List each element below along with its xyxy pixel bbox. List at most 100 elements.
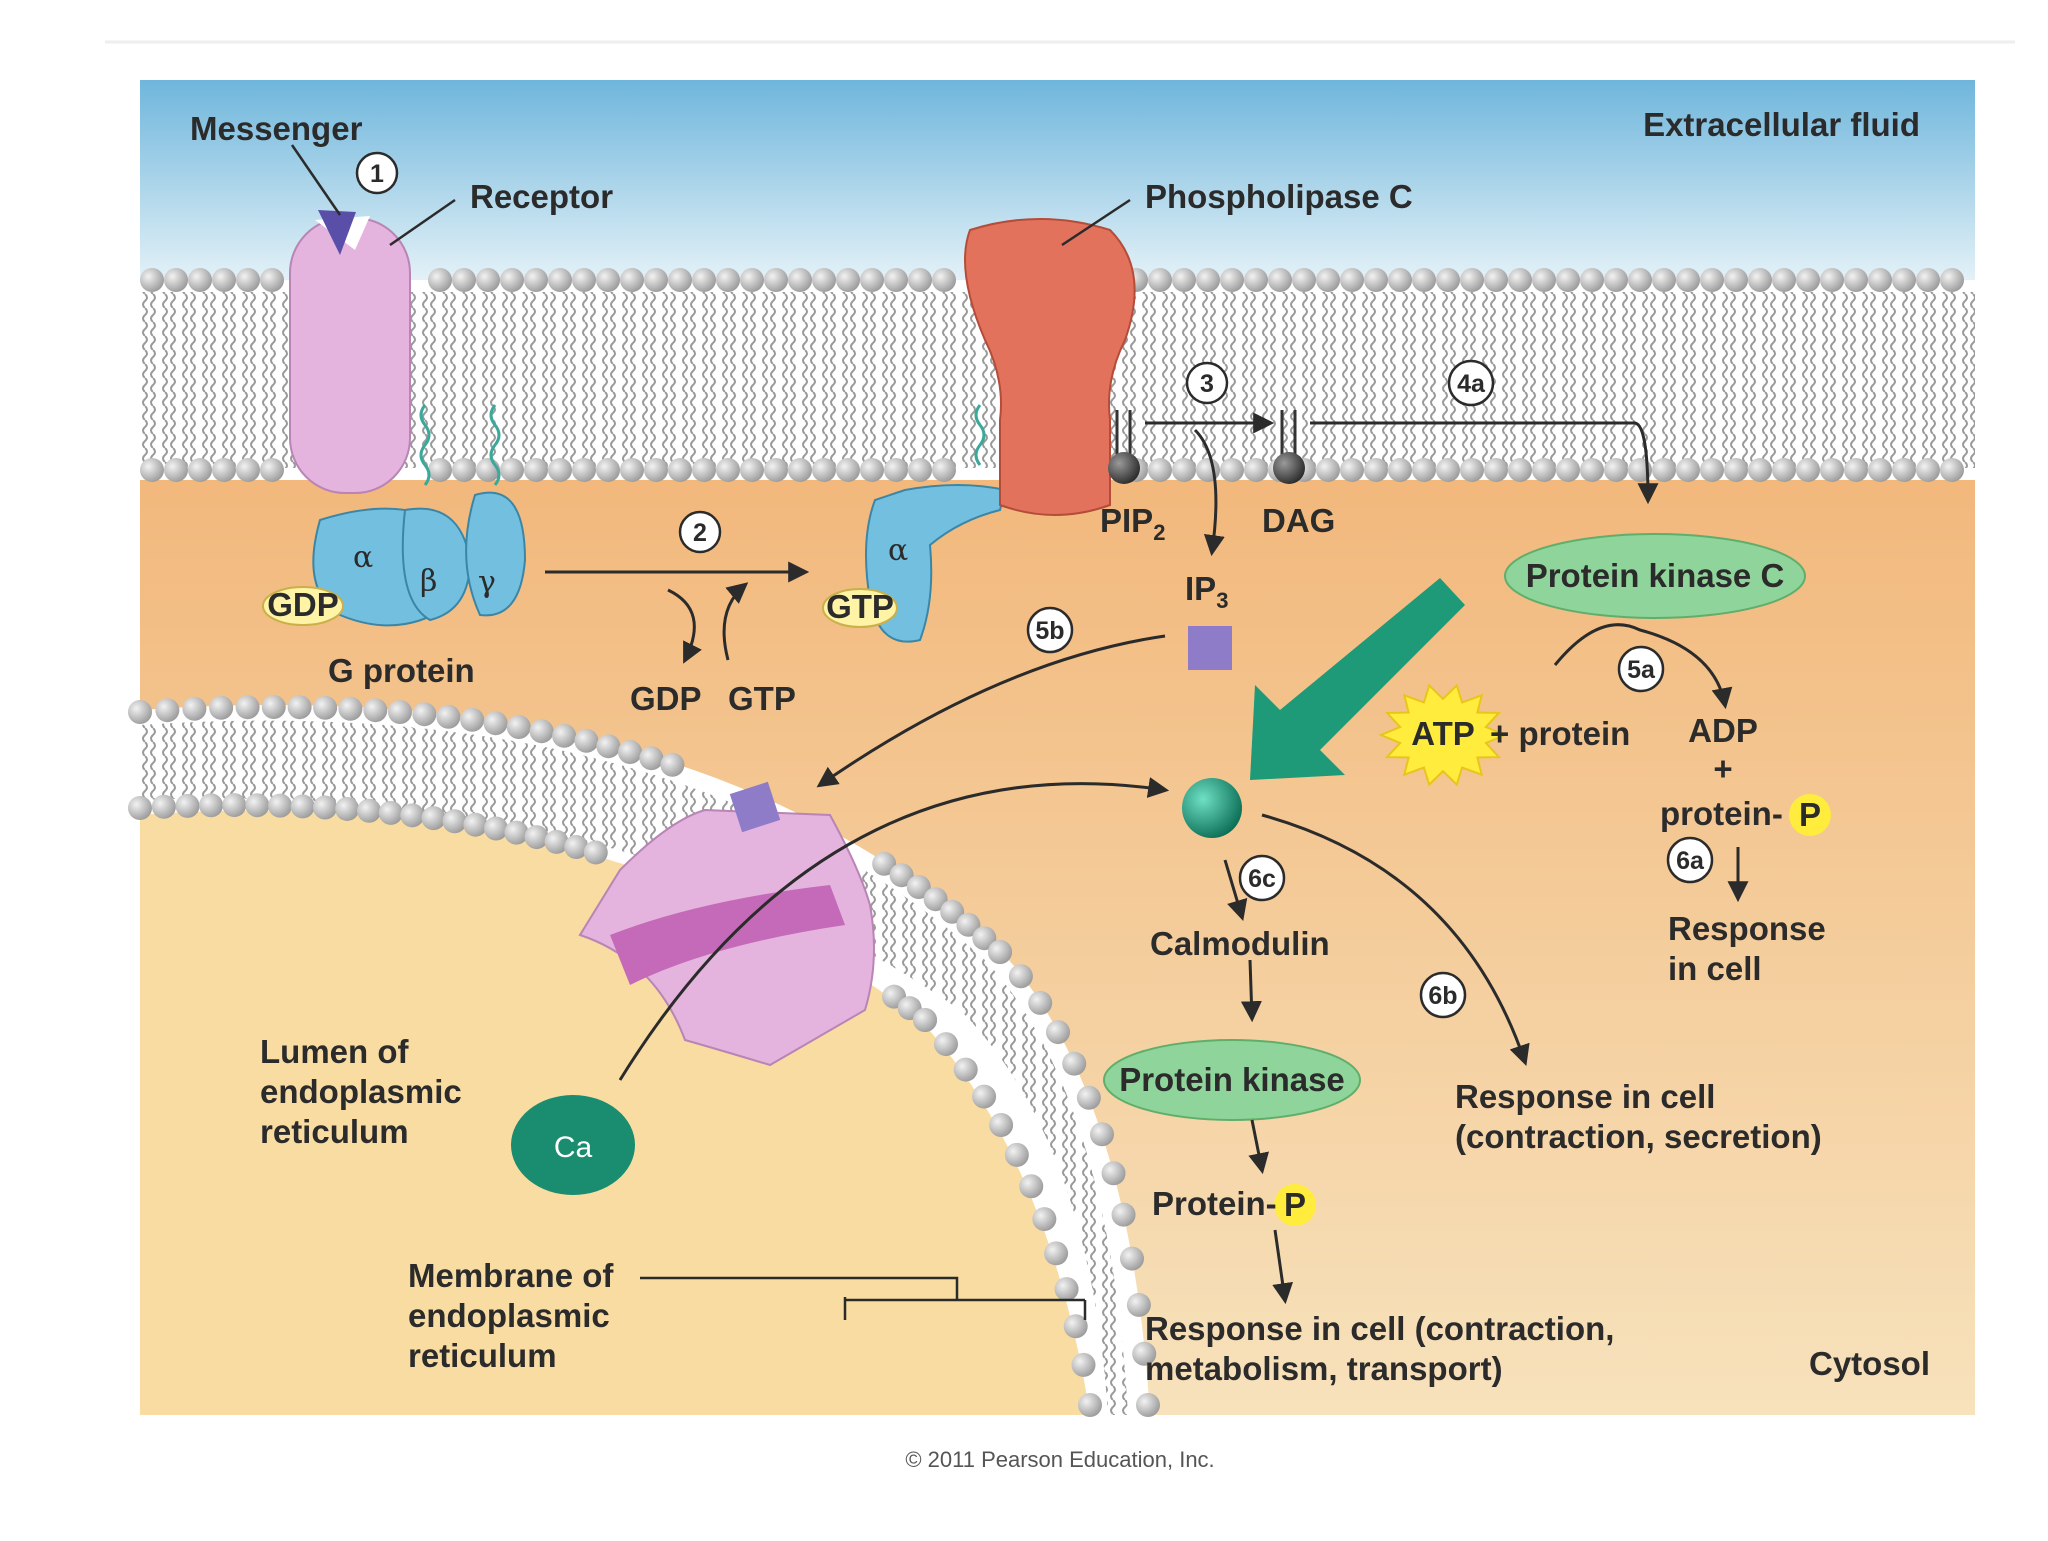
er-lipid-head [313,695,338,720]
label-protein-p: Protein- [1152,1185,1277,1222]
er-lipid-head [182,696,207,721]
label-lumen-line1: Lumen of [260,1033,409,1070]
lipid-head [1700,458,1724,482]
label-response-final-line1: Response in cell (contraction, [1145,1310,1614,1347]
label-lumen-line3: reticulum [260,1113,409,1150]
label-g-protein: G protein [328,652,475,689]
lipid-head [524,458,548,482]
lipid-head [452,268,476,292]
lipid-head [1916,268,1940,292]
label-cytosol: Cytosol [1809,1345,1930,1382]
label-gdp-bound: GDP [267,586,339,623]
lipid-head [1436,458,1460,482]
er-lipid-head [972,1084,997,1109]
ip3-square [1188,626,1232,670]
lipid-head [1820,268,1844,292]
lipid-head [596,458,620,482]
step-1-marker: 1 [355,151,399,195]
er-lipid-head [268,793,293,818]
lipid-head [908,268,932,292]
lipid-head [500,268,524,292]
lipid-head [428,458,452,482]
lipid-head [1412,268,1436,292]
er-lipid-head [245,793,270,818]
er-lipid-head [175,793,200,818]
lipid-head [860,458,884,482]
lipid-head [836,458,860,482]
lipid-head [1580,268,1604,292]
pip2-molecule [1108,410,1140,484]
er-lipid-head [483,711,508,736]
svg-text:3: 3 [1200,370,1214,398]
lipid-head [1460,458,1484,482]
svg-text:6b: 6b [1428,982,1457,1010]
er-lipid-head [1063,1314,1088,1339]
svg-text:5a: 5a [1627,656,1656,684]
lipid-head [524,268,548,292]
er-lipid-head [442,809,467,834]
er-lipid-head [1136,1393,1160,1417]
lipid-head [1340,268,1364,292]
label-phosphate-pkc: P [1799,796,1821,833]
lipid-head [764,458,788,482]
lipid-head [620,458,644,482]
er-lipid-head [972,926,997,951]
label-dag: DAG [1262,502,1335,539]
label-phosphate-pk: P [1284,1186,1306,1223]
lipid-head [1724,458,1748,482]
er-lipid-head [989,1113,1014,1137]
lipid-head [1196,458,1220,482]
label-ip3: IP3 [1185,570,1228,613]
er-lipid-head [155,698,180,723]
lipid-head [548,268,572,292]
step-4a-marker: 4a [1447,359,1495,407]
lipid-head [1220,458,1244,482]
er-lipid-head [596,734,621,759]
er-lipid-head [1101,1161,1126,1186]
er-lipid-head [151,794,176,819]
ip3-receptor-channel [578,781,875,1067]
er-lipid-head [544,829,569,854]
er-lipid-head [1132,1341,1157,1366]
labels: Messenger Receptor Phospholipase C Extra… [190,106,1930,1472]
lipid-head [1412,458,1436,482]
lipid-head [1460,268,1484,292]
lipid-head [716,268,740,292]
lipid-head [812,458,836,482]
lipid-head [476,268,500,292]
lipid-head [1772,458,1796,482]
lipid-head [452,458,476,482]
er-lipid-head [1019,1174,1044,1199]
lipid-head [1244,268,1268,292]
label-protein-kinase: Protein kinase [1119,1061,1345,1098]
label-response-final-line2: metabolism, transport) [1145,1350,1503,1387]
label-response-6b-line1: Response in cell [1455,1078,1715,1115]
lipid-head [716,458,740,482]
er-lipid-head [872,851,897,876]
label-alpha-active: α [888,533,908,568]
step-5b-marker: 5b [1026,606,1074,654]
phosphate-badge-pkc [1789,794,1831,836]
lipid-head [1436,268,1460,292]
svg-text:4a: 4a [1457,370,1486,398]
label-plus: + [1713,750,1732,787]
er-lipid-head [128,796,152,820]
step-2-marker: 2 [678,510,722,554]
er-lipid-head [1111,1202,1136,1227]
er-lipid-head [1054,1277,1079,1302]
lipid-head [692,268,716,292]
er-lipid-head [524,825,549,850]
step-6b-marker: 6b [1419,971,1467,1019]
label-plus-protein: + protein [1490,715,1630,752]
er-lipid-head [660,752,685,777]
lipid-head [596,268,620,292]
er-lipid-head [484,816,508,841]
lipid-head [1556,458,1580,482]
lipid-head [1892,268,1916,292]
label-calmodulin: Calmodulin [1150,925,1330,962]
lipid-head [812,268,836,292]
lipid-head [236,458,260,482]
er-lipid-head [412,702,437,727]
lipid-head [1244,458,1268,482]
